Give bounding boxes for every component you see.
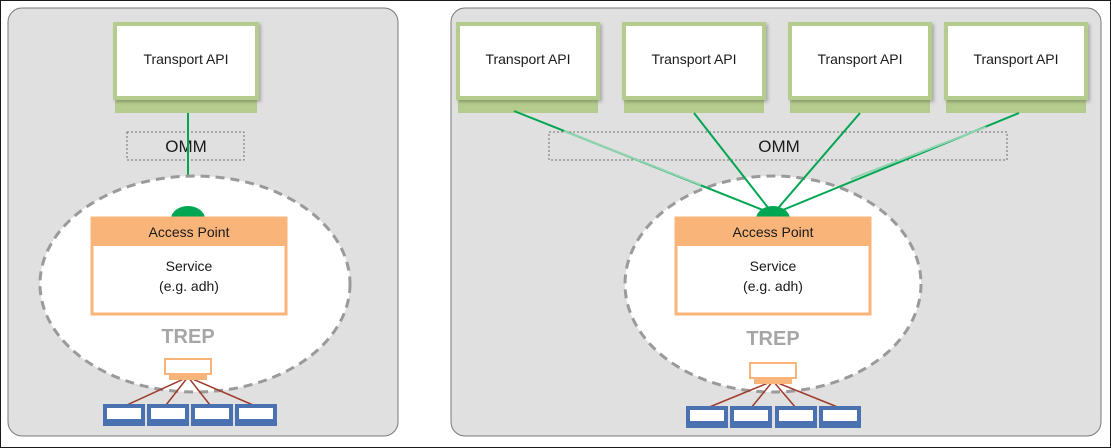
- client-node-screen: [151, 408, 185, 419]
- client-node-screen: [239, 408, 273, 419]
- left-access-point: Access Point Service (e.g. adh): [90, 216, 288, 316]
- right-connector-dome: [756, 206, 790, 219]
- transport-api-box: [622, 22, 766, 100]
- client-node-icon: [686, 406, 728, 428]
- tree-line: [772, 380, 841, 409]
- right-network-tree: [686, 362, 861, 428]
- client-node-screen: [107, 408, 141, 419]
- trep-label: TREP: [746, 328, 799, 350]
- client-node-screen: [195, 408, 229, 419]
- transport-api-label: Transport API: [973, 51, 1058, 67]
- client-node-icon: [730, 406, 772, 428]
- omm-box: [548, 131, 1008, 161]
- connector-segment-faded: [850, 126, 987, 180]
- tree-line: [165, 376, 189, 406]
- transport-api-label: Transport API: [143, 51, 228, 67]
- right-connectors: [513, 110, 1020, 215]
- access-point-label: Access Point: [149, 224, 230, 240]
- right-access-point: Access Point Service (e.g. adh): [674, 216, 872, 316]
- hub-icon: [749, 362, 797, 384]
- client-node-screen: [690, 410, 724, 421]
- connector-line-3: [772, 112, 861, 215]
- right-transport-api-box-3: Transport API: [788, 22, 932, 113]
- right-transport-api-box-2: Transport API: [622, 22, 766, 113]
- tree-line: [772, 380, 797, 409]
- client-node-screen: [734, 410, 768, 421]
- tree-line: [187, 376, 211, 406]
- service-label: Service: [166, 258, 213, 274]
- client-node-icon: [191, 404, 233, 426]
- right-panel: Transport API Transport API Transport AP…: [450, 7, 1102, 437]
- tree-line: [187, 376, 254, 406]
- hub-base: [754, 378, 792, 384]
- transport-api-box: [788, 22, 932, 100]
- hub-screen: [164, 358, 212, 375]
- left-panel: Transport API OMM Access Point Service (…: [7, 7, 399, 437]
- left-transport-api-box: Transport API: [113, 22, 259, 113]
- service-label: Service: [750, 258, 797, 274]
- access-point-header: [92, 218, 286, 246]
- right-transport-api-box-1: Transport API: [456, 22, 600, 113]
- transport-api-label: Transport API: [651, 51, 736, 67]
- left-omm-layer: OMM: [126, 131, 245, 161]
- connector-line-2: [693, 112, 774, 215]
- trep-label: TREP: [161, 326, 214, 348]
- client-node-icon: [235, 404, 277, 426]
- omm-label: OMM: [165, 137, 207, 156]
- transport-api-box: [456, 22, 600, 100]
- transport-api-label: Transport API: [817, 51, 902, 67]
- hub-icon: [164, 358, 212, 380]
- tree-line: [126, 376, 189, 406]
- client-node-icon: [775, 406, 817, 428]
- transport-api-box: [944, 22, 1088, 100]
- tree-line: [706, 380, 774, 409]
- client-node-screen: [823, 410, 857, 421]
- client-node-screen: [779, 410, 813, 421]
- left-connector-dome: [171, 206, 205, 219]
- transport-api-label: Transport API: [485, 51, 570, 67]
- service-example-label: (e.g. adh): [159, 278, 219, 294]
- tree-line: [750, 380, 774, 409]
- transport-api-box: [113, 22, 259, 100]
- access-point-header: [676, 218, 870, 246]
- hub-screen: [749, 362, 797, 379]
- client-node-icon: [103, 404, 145, 426]
- access-point-label: Access Point: [733, 224, 814, 240]
- right-transport-api-box-4: Transport API: [944, 22, 1088, 113]
- hub-base: [169, 374, 207, 380]
- service-example-label: (e.g. adh): [743, 278, 803, 294]
- left-network-tree: [103, 358, 277, 426]
- client-node-icon: [819, 406, 861, 428]
- right-omm-layer: OMM: [548, 131, 1008, 161]
- omm-box: [126, 131, 245, 161]
- omm-label: OMM: [758, 137, 800, 156]
- connector-segment-faded: [563, 130, 702, 186]
- client-node-icon: [147, 404, 189, 426]
